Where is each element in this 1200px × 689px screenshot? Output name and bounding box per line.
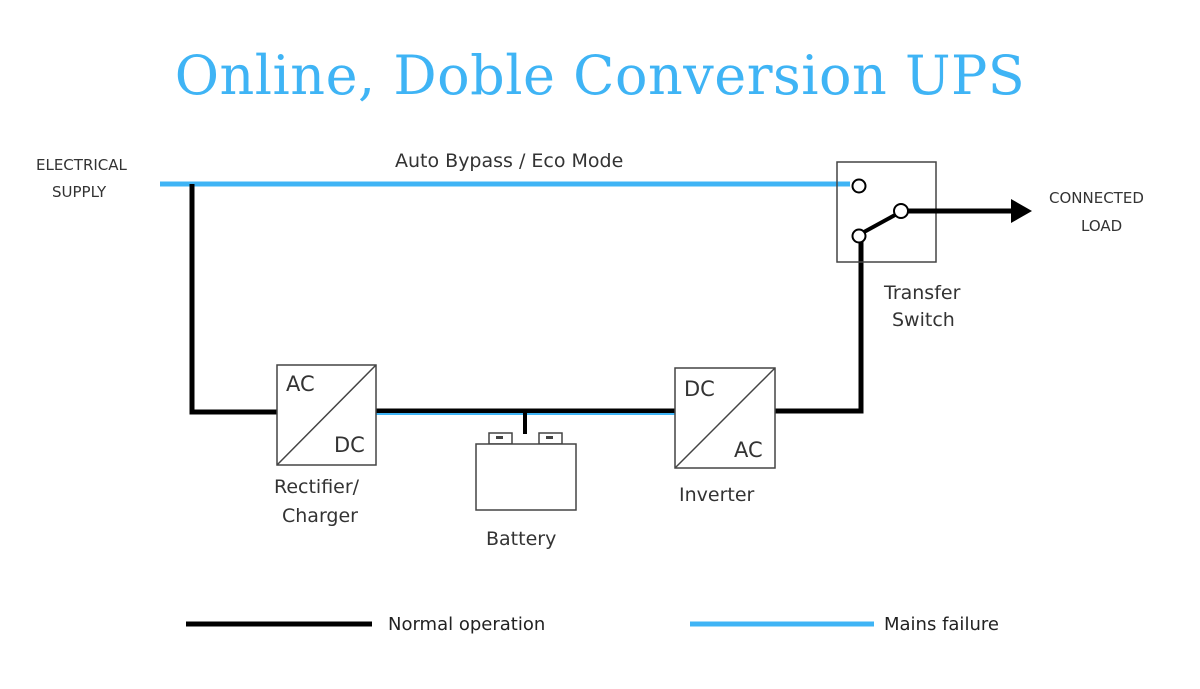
switch-label-line2: Switch — [892, 309, 955, 331]
diagram-title: Online, Doble Conversion UPS — [174, 44, 1026, 107]
rectifier-label-line1: Rectifier/ — [274, 476, 360, 498]
inverter-diagonal — [674, 367, 776, 469]
load-label-line2: LOAD — [1081, 217, 1122, 235]
rectifier-diagonal — [276, 364, 377, 466]
rectifier-label-line2: Charger — [282, 505, 358, 527]
rectifier-dc-label: DC — [334, 433, 365, 457]
legend-failure-label: Mains failure — [884, 614, 999, 635]
battery-label: Battery — [486, 528, 556, 550]
switch-contact-output — [893, 203, 909, 219]
switch-lever — [863, 213, 896, 234]
inverter-output-path — [775, 237, 864, 414]
legend-normal-label: Normal operation — [388, 614, 545, 635]
inverter-ac-label: AC — [734, 438, 763, 462]
switch-contact-bypass — [851, 178, 867, 194]
rectifier-ac-label: AC — [286, 372, 315, 396]
switch-contact-inverter — [851, 228, 867, 244]
bypass-label: Auto Bypass / Eco Mode — [395, 150, 623, 172]
output-arrow-icon — [1011, 199, 1032, 223]
input-path — [189, 184, 277, 415]
switch-label-line1: Transfer — [883, 282, 961, 304]
supply-label-line2: SUPPLY — [52, 183, 107, 201]
inverter-label: Inverter — [679, 484, 755, 506]
inverter-dc-label: DC — [684, 377, 715, 401]
supply-label-line1: ELECTRICAL — [36, 156, 128, 174]
load-label-line1: CONNECTED — [1049, 189, 1144, 207]
battery-icon — [475, 432, 577, 511]
